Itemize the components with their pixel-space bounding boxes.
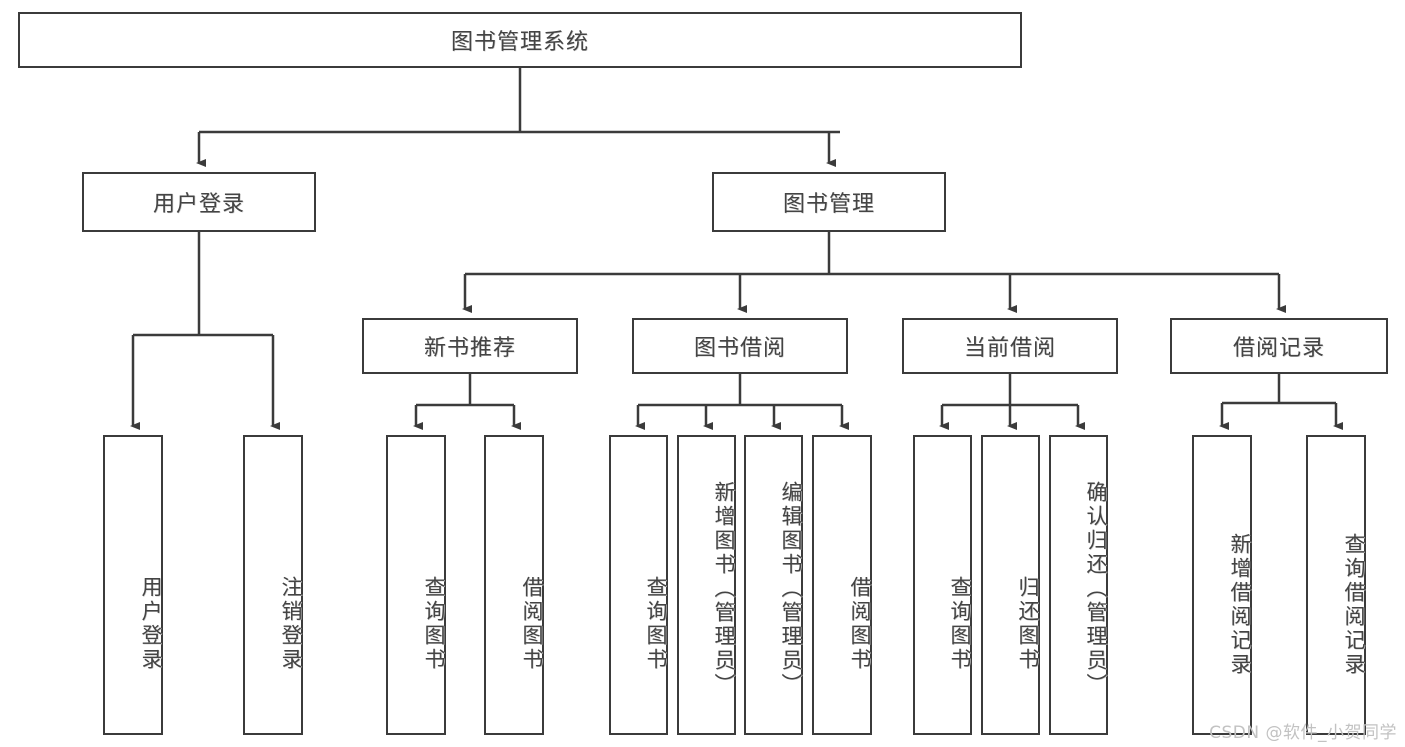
leaf-borrow-book[interactable]: 借阅图书 (812, 435, 872, 735)
node-current-borrow[interactable]: 当前借阅 (902, 318, 1118, 374)
leaf-user-login-label: 用户登录 (139, 576, 163, 672)
leaf-query-borrow-record[interactable]: 查询借阅记录 (1306, 435, 1366, 735)
node-borrow-records-label: 借阅记录 (1232, 336, 1325, 361)
leaf-edit-book-admin-label: 编辑图书（管理员） (779, 481, 803, 697)
node-book-management-label: 图书管理 (782, 192, 875, 217)
leaf-add-borrow-record-label: 新增借阅记录 (1228, 533, 1252, 677)
leaf-add-book-admin-label: 新增图书（管理员） (712, 481, 736, 697)
leaf-query-book-borrow[interactable]: 查询图书 (609, 435, 668, 735)
leaf-return-book-label: 归还图书 (1016, 576, 1040, 672)
leaf-borrow-book-label: 借阅图书 (848, 576, 872, 672)
leaf-query-book-newbook-label: 查询图书 (422, 576, 446, 672)
leaf-query-book-current-label: 查询图书 (948, 576, 972, 672)
leaf-query-borrow-record-label: 查询借阅记录 (1342, 533, 1366, 677)
leaf-return-book[interactable]: 归还图书 (981, 435, 1040, 735)
leaf-user-login[interactable]: 用户登录 (103, 435, 163, 735)
leaf-logout-label: 注销登录 (279, 576, 303, 672)
node-book-management[interactable]: 图书管理 (712, 172, 946, 232)
node-new-book-recommend-label: 新书推荐 (423, 336, 516, 361)
node-current-borrow-label: 当前借阅 (963, 336, 1056, 361)
leaf-borrow-book-newbook[interactable]: 借阅图书 (484, 435, 544, 735)
leaf-query-book-newbook[interactable]: 查询图书 (386, 435, 446, 735)
node-user-login-label: 用户登录 (152, 192, 245, 217)
leaf-edit-book-admin[interactable]: 编辑图书（管理员） (744, 435, 803, 735)
csdn-watermark: CSDN @软件_小贺同学 (1209, 723, 1397, 743)
leaf-add-borrow-record[interactable]: 新增借阅记录 (1192, 435, 1252, 735)
node-borrow-records[interactable]: 借阅记录 (1170, 318, 1388, 374)
node-book-borrow-label: 图书借阅 (693, 336, 786, 361)
leaf-borrow-book-newbook-label: 借阅图书 (520, 576, 544, 672)
leaf-query-book-borrow-label: 查询图书 (644, 576, 668, 672)
node-book-borrow[interactable]: 图书借阅 (632, 318, 848, 374)
leaf-confirm-return-admin-label: 确认归还（管理员） (1084, 481, 1108, 697)
leaf-confirm-return-admin[interactable]: 确认归还（管理员） (1049, 435, 1108, 735)
node-user-login[interactable]: 用户登录 (82, 172, 316, 232)
leaf-logout[interactable]: 注销登录 (243, 435, 303, 735)
node-new-book-recommend[interactable]: 新书推荐 (362, 318, 578, 374)
node-root-label: 图书管理系统 (450, 30, 589, 55)
node-root[interactable]: 图书管理系统 (18, 12, 1022, 68)
leaf-query-book-current[interactable]: 查询图书 (913, 435, 972, 735)
leaf-add-book-admin[interactable]: 新增图书（管理员） (677, 435, 736, 735)
